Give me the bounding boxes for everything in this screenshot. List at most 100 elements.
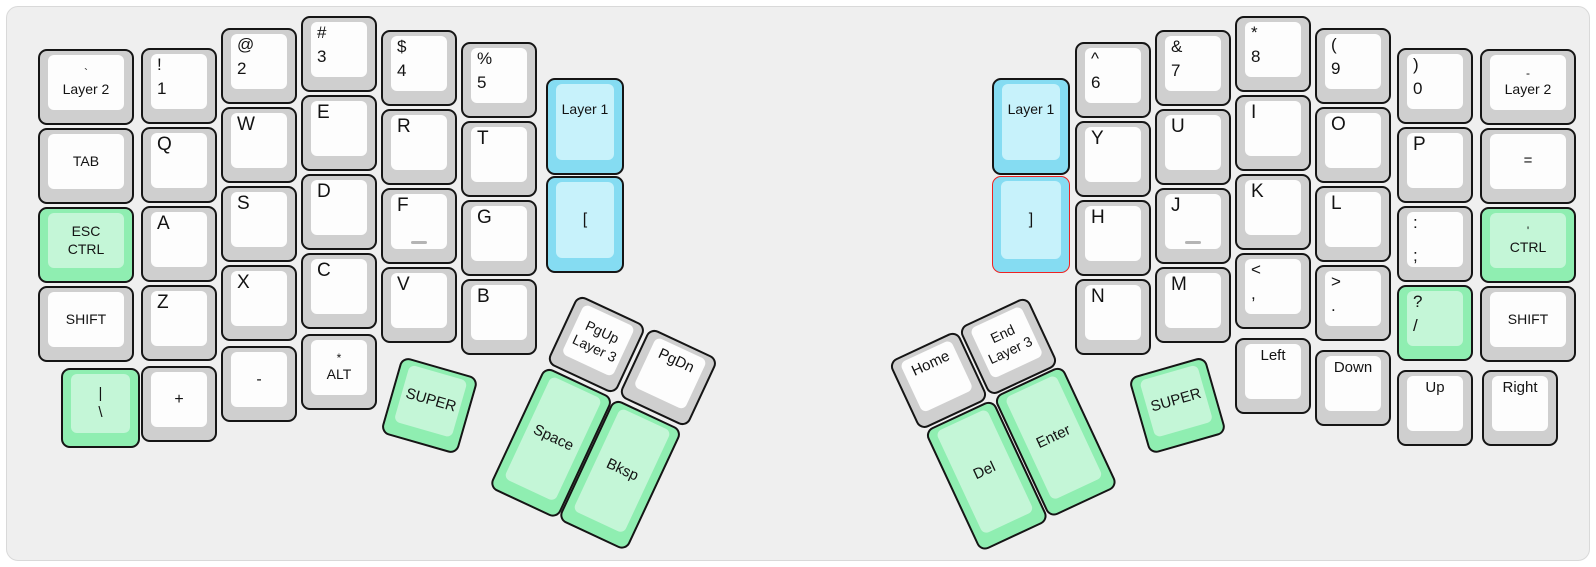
key-bksp-label: Bksp: [603, 455, 642, 485]
keycap-top: K: [1245, 180, 1301, 235]
keycap-top: )0: [1407, 54, 1463, 109]
key-dollar-4[interactable]: $4: [381, 30, 457, 106]
key-rbracket[interactable]: ]: [992, 176, 1070, 273]
key-colon-semicolon-label: :: [1413, 213, 1418, 232]
key-y[interactable]: Y: [1075, 121, 1151, 197]
key-arrow-left[interactable]: Left: [1235, 338, 1311, 414]
key-question-slash[interactable]: ?/: [1397, 285, 1473, 361]
key-z[interactable]: Z: [141, 285, 217, 361]
key-f[interactable]: F: [381, 188, 457, 264]
key-layer1-left[interactable]: Layer 1: [546, 78, 624, 175]
key-exclam-1[interactable]: !1: [141, 48, 217, 124]
keycap-top: (9: [1325, 34, 1381, 89]
key-p[interactable]: P: [1397, 127, 1473, 203]
key-caret-6[interactable]: ^6: [1075, 42, 1151, 118]
key-quote-ctrl-label: CTRL: [1509, 239, 1547, 256]
key-layer1-left-label: Layer 1: [561, 100, 609, 117]
key-g[interactable]: G: [461, 200, 537, 276]
key-asterisk-alt[interactable]: *ALT: [301, 334, 377, 410]
key-r-label: R: [397, 116, 411, 137]
key-paren-0[interactable]: )0: [1397, 48, 1473, 124]
key-n[interactable]: N: [1075, 279, 1151, 355]
key-pgdn-label: PgDn: [655, 344, 697, 377]
key-x[interactable]: X: [221, 265, 297, 341]
key-m[interactable]: M: [1155, 267, 1231, 343]
key-arrow-up[interactable]: Up: [1397, 370, 1473, 446]
key-quote-ctrl[interactable]: 'CTRL: [1480, 207, 1576, 283]
key-w[interactable]: W: [221, 107, 297, 183]
key-super-right[interactable]: SUPER: [1128, 355, 1227, 455]
key-layer1-right[interactable]: Layer 1: [992, 78, 1070, 175]
key-j[interactable]: J: [1155, 188, 1231, 264]
key-d[interactable]: D: [301, 174, 377, 250]
key-colon-semicolon[interactable]: :;: [1397, 206, 1473, 282]
key-shift-left-label: SHIFT: [65, 310, 107, 327]
key-hash-3[interactable]: #3: [301, 16, 377, 92]
key-e[interactable]: E: [301, 95, 377, 171]
key-amp-7[interactable]: &7: [1155, 30, 1231, 106]
keycap-top: *ALT: [311, 340, 367, 395]
key-equals[interactable]: =: [1480, 128, 1576, 204]
key-at-2[interactable]: @2: [221, 28, 297, 104]
key-b[interactable]: B: [461, 279, 537, 355]
key-dash-layer2[interactable]: -Layer 2: [1480, 49, 1576, 125]
keycap-top: ^6: [1085, 48, 1141, 103]
key-p-label: P: [1413, 134, 1426, 155]
key-r[interactable]: R: [381, 109, 457, 185]
key-h[interactable]: H: [1075, 200, 1151, 276]
key-asterisk-8[interactable]: *8: [1235, 16, 1311, 92]
key-grave-layer2[interactable]: `Layer 2: [38, 49, 134, 125]
keycap-top: Down: [1325, 356, 1381, 411]
key-k-label: K: [1251, 181, 1264, 202]
key-a[interactable]: A: [141, 206, 217, 282]
key-shift-right-label: SHIFT: [1507, 310, 1549, 327]
key-z-label: Z: [157, 292, 169, 313]
key-lbracket[interactable]: [: [546, 176, 624, 273]
key-o[interactable]: O: [1315, 107, 1391, 183]
key-percent-5[interactable]: %5: [461, 42, 537, 118]
keycap-top: >.: [1325, 271, 1381, 326]
key-s[interactable]: S: [221, 186, 297, 262]
key-super-left[interactable]: SUPER: [379, 356, 479, 455]
key-i[interactable]: I: [1235, 95, 1311, 171]
key-minus[interactable]: -: [221, 346, 297, 422]
key-gt-period[interactable]: >.: [1315, 265, 1391, 341]
keycap-top: [: [556, 182, 614, 258]
key-amp-7-label: 7: [1171, 61, 1181, 81]
key-q[interactable]: Q: [141, 127, 217, 203]
keycap-top: Right: [1492, 376, 1548, 431]
key-tab-label: TAB: [72, 152, 100, 169]
key-l[interactable]: L: [1315, 186, 1391, 262]
key-shift-right[interactable]: SHIFT: [1480, 286, 1576, 362]
key-u[interactable]: U: [1155, 109, 1231, 185]
key-k[interactable]: K: [1235, 174, 1311, 250]
key-c[interactable]: C: [301, 253, 377, 329]
key-arrow-right[interactable]: Right: [1482, 370, 1558, 446]
key-question-slash-label: /: [1413, 316, 1418, 336]
key-v[interactable]: V: [381, 267, 457, 343]
keycap-top: PgDn: [633, 336, 708, 411]
keycap-top: M: [1165, 273, 1221, 328]
key-tab[interactable]: TAB: [38, 128, 134, 204]
key-pipe-backslash[interactable]: |\: [61, 368, 140, 448]
key-v-label: V: [397, 274, 410, 295]
key-lt-comma[interactable]: <,: [1235, 253, 1311, 329]
key-j-label: J: [1171, 195, 1181, 216]
key-t[interactable]: T: [461, 121, 537, 197]
key-percent-5-label: %: [477, 49, 493, 68]
keycap-top: T: [471, 127, 527, 182]
key-paren-9[interactable]: (9: [1315, 28, 1391, 104]
key-shift-left[interactable]: SHIFT: [38, 286, 134, 362]
key-lbracket-label: [: [582, 211, 588, 229]
key-super-right-label: SUPER: [1148, 384, 1204, 416]
key-asterisk-alt-label: *: [336, 350, 342, 365]
key-arrow-down[interactable]: Down: [1315, 350, 1391, 426]
key-grave-layer2-label: Layer 2: [62, 81, 110, 98]
key-dash-layer2-label: Layer 2: [1504, 81, 1552, 98]
key-asterisk-8-label: 8: [1251, 47, 1261, 67]
key-at-2-label: @: [237, 35, 255, 54]
key-plus[interactable]: +: [141, 366, 217, 442]
key-hash-3-label: 3: [317, 47, 327, 67]
